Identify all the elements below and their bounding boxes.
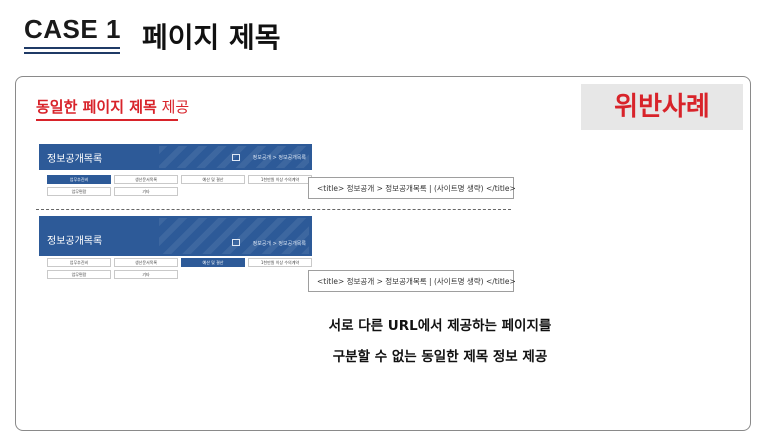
menu-item[interactable]: 1천만원 이상 수의계약: [248, 258, 312, 267]
violation-badge: 위반사례: [614, 92, 710, 122]
menu-item[interactable]: 예산 및 결산: [181, 258, 245, 267]
screenshot-bottom: 정보공개목록 정보공개 > 정보공개목록 업무추진비 생산문서목록 예산 및 결…: [39, 216, 312, 284]
menu-row-2: 업무편람 기타: [47, 270, 178, 279]
menu-item[interactable]: 업무추진비: [47, 258, 111, 267]
case-underline-second: [24, 52, 120, 54]
description-line-1: 서로 다른 URL에서 제공하는 페이지를: [328, 318, 552, 334]
case-label: CASE 1: [24, 14, 121, 44]
menu-item[interactable]: 기타: [114, 270, 178, 279]
home-icon: [232, 154, 240, 161]
header-decoration: [159, 146, 309, 168]
menu-item[interactable]: 기타: [114, 187, 178, 196]
screenshot-header: 정보공개목록 정보공개 > 정보공개목록: [39, 216, 312, 256]
screenshot-top: 정보공개목록 정보공개 > 정보공개목록 업무추진비 생산문서목록 예산 및 결…: [39, 144, 312, 200]
title-code-top: <title> 정보공개 > 정보공개목록 | (사이트명 생략) </titl…: [308, 177, 516, 199]
subtitle-underline: [36, 119, 178, 121]
panel-subtitle: 동일한 페이지 제목 제공: [36, 96, 189, 117]
title-code-bottom: <title> 정보공개 > 정보공개목록 | (사이트명 생략) </titl…: [308, 270, 516, 292]
dashed-divider: [36, 209, 511, 210]
description-line-2: 구분할 수 없는 동일한 제목 정보 제공: [332, 349, 548, 365]
header-decoration: [159, 218, 309, 254]
menu-item[interactable]: 업무편람: [47, 187, 111, 196]
menu-item[interactable]: 생산문서목록: [114, 258, 178, 267]
page-title: 페이지 제목: [142, 21, 281, 54]
screenshot-title: 정보공개목록: [47, 154, 103, 165]
menu-item[interactable]: 업무편람: [47, 270, 111, 279]
case-underline: [24, 47, 120, 49]
violation-badge-background: [581, 84, 743, 130]
screenshot-header: 정보공개목록 정보공개 > 정보공개목록: [39, 144, 312, 170]
screenshot-breadcrumb: 정보공개 > 정보공개목록: [252, 241, 306, 247]
subtitle-highlight: 동일한 페이지 제목: [36, 98, 157, 116]
subtitle-rest: 제공: [156, 98, 190, 116]
menu-item[interactable]: 생산문서목록: [114, 175, 178, 184]
menu-item[interactable]: 업무추진비: [47, 175, 111, 184]
menu-item[interactable]: 예산 및 결산: [181, 175, 245, 184]
menu-item[interactable]: 1천만원 이상 수의계약: [248, 175, 312, 184]
menu-row-1: 업무추진비 생산문서목록 예산 및 결산 1천만원 이상 수의계약: [47, 175, 312, 184]
screenshot-title: 정보공개목록: [47, 236, 103, 247]
home-icon: [232, 239, 240, 246]
menu-row-2: 업무편람 기타: [47, 187, 178, 196]
screenshot-breadcrumb: 정보공개 > 정보공개목록: [252, 155, 306, 161]
menu-row-1: 업무추진비 생산문서목록 예산 및 결산 1천만원 이상 수의계약: [47, 258, 312, 267]
